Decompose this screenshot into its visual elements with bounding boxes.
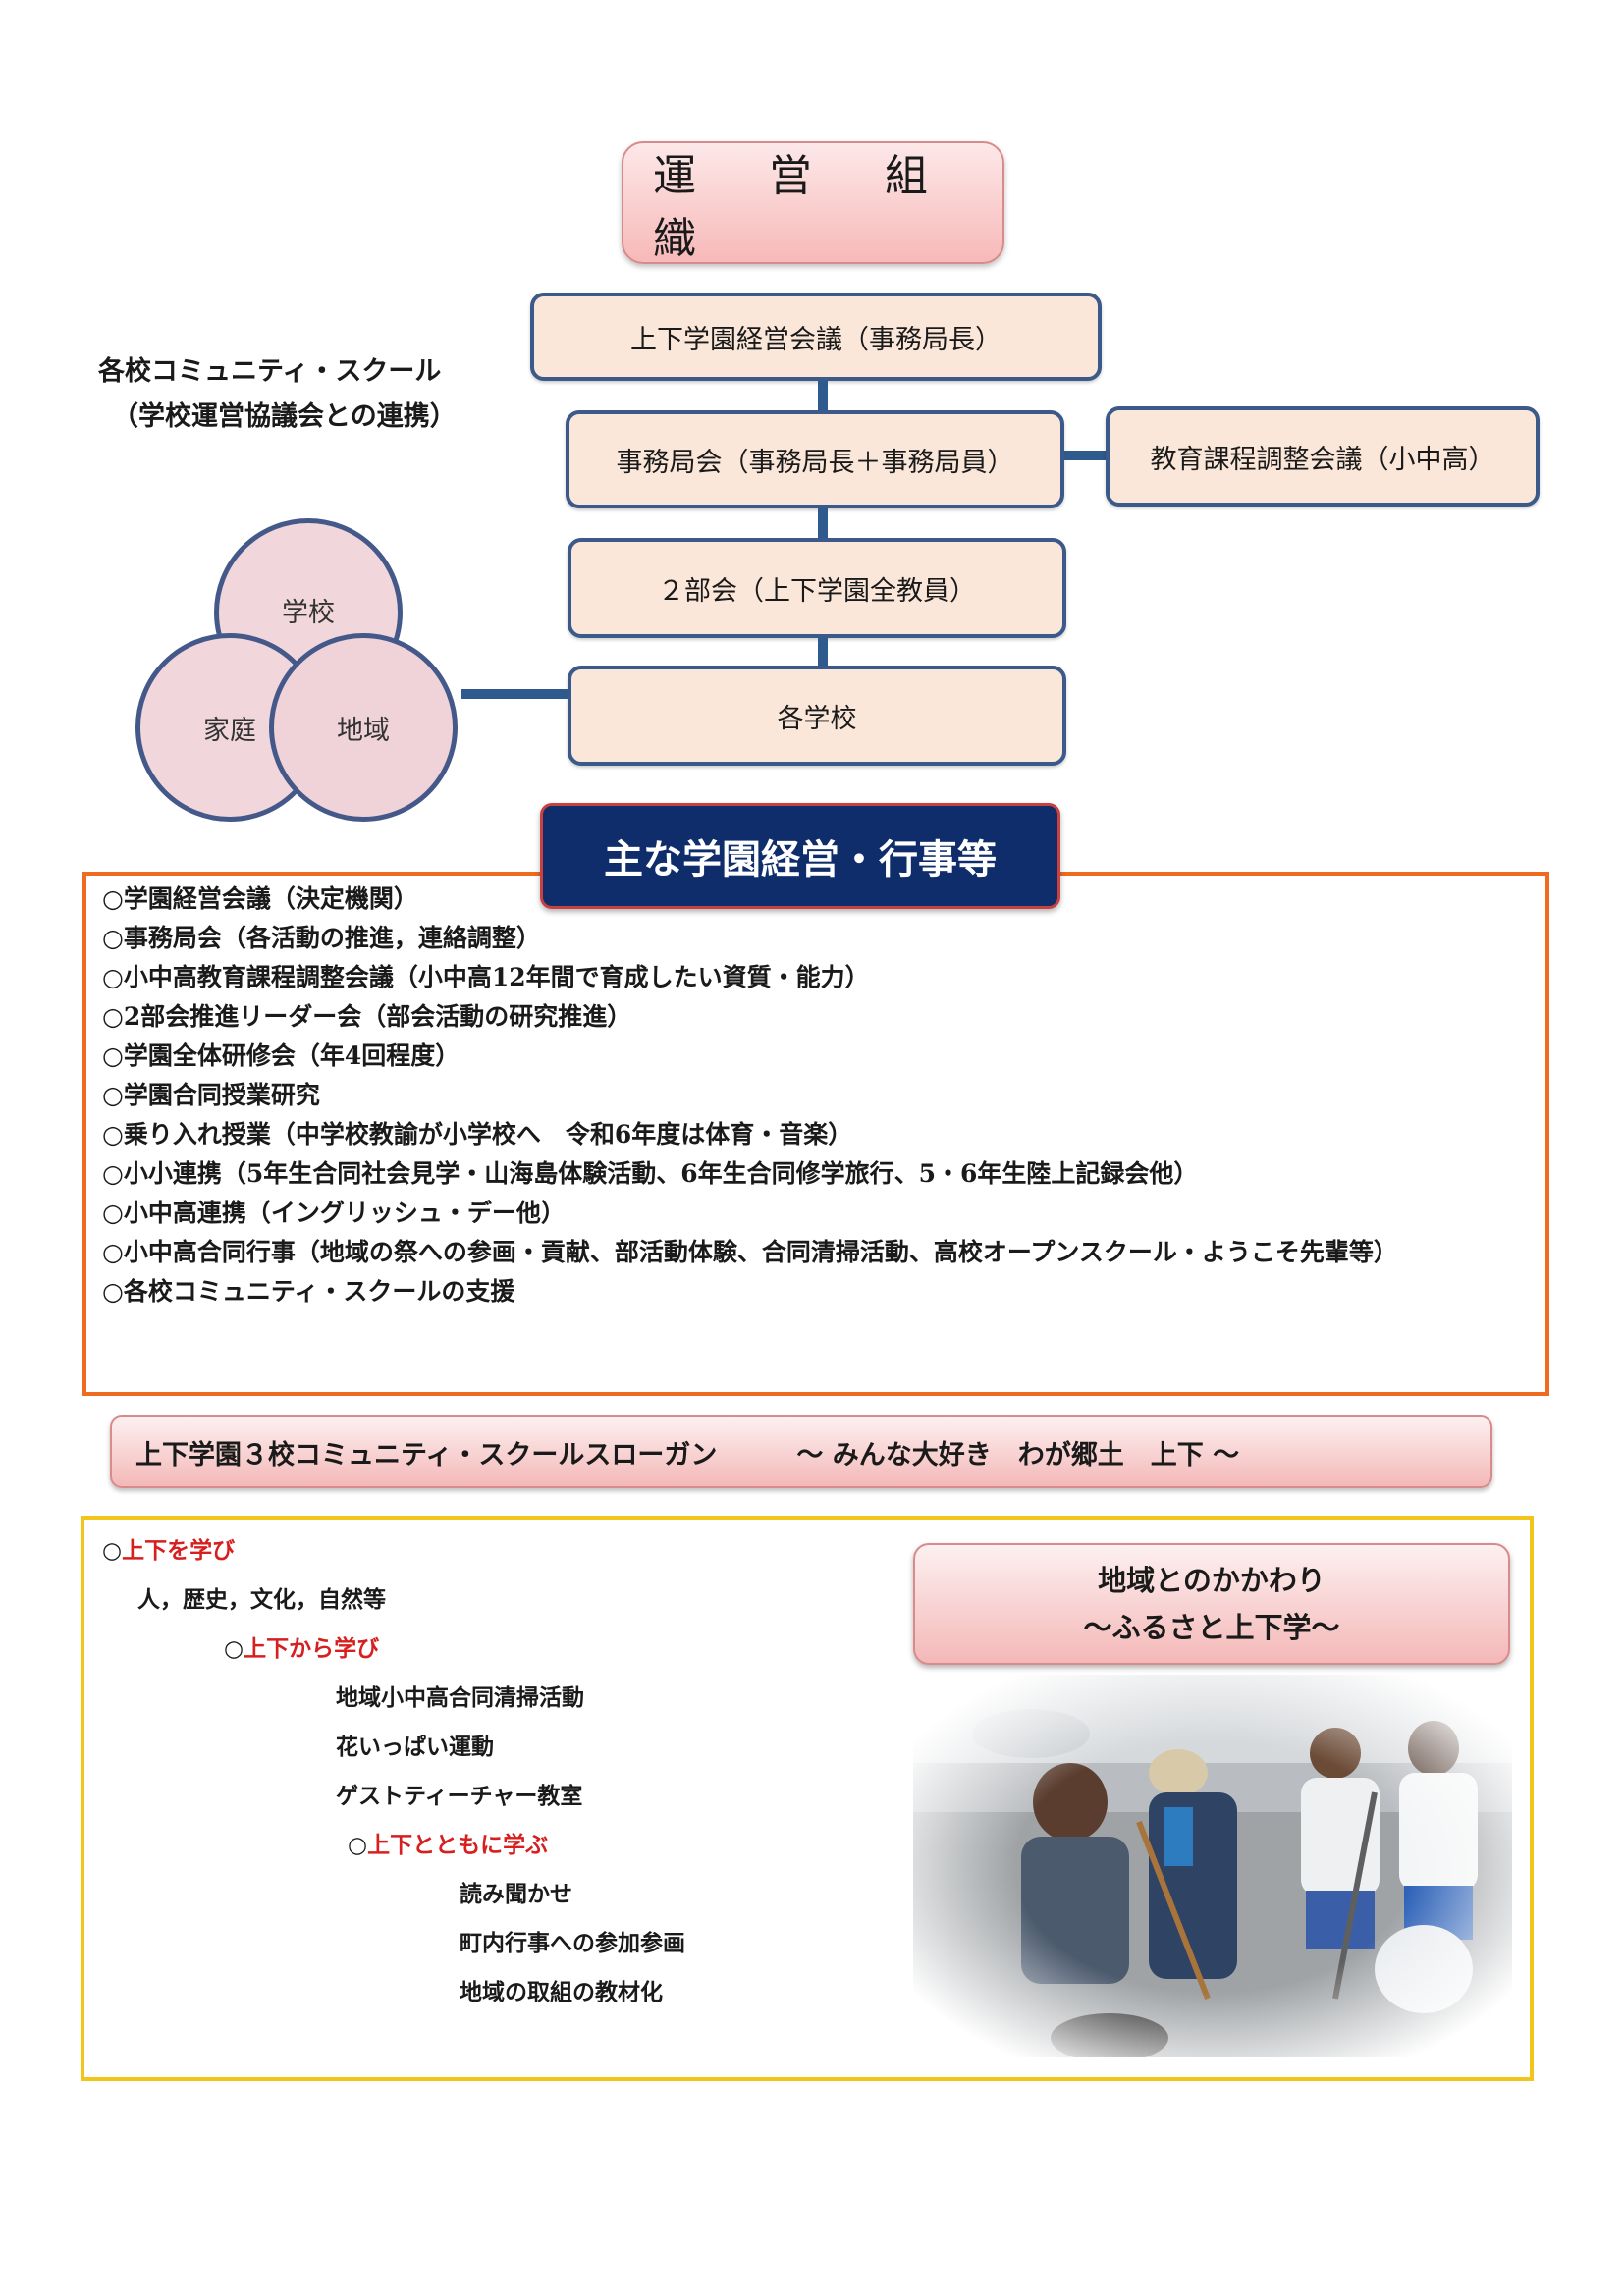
org-two-bureau-label: ２部会（上下学園全教員） <box>658 569 976 608</box>
community-school-label: 各校コミュニティ・スクール （学校運営協議会との連携） <box>98 349 511 440</box>
org-box-curriculum: 教育課程調整会議（小中高） <box>1106 406 1540 507</box>
learn-about-heading: ○上下を学び <box>102 1531 235 1565</box>
learn-with-label: 上下とともに学ぶ <box>367 1832 548 1858</box>
region-title-line2: ～ふるさと上下学～ <box>1083 1604 1339 1651</box>
connector-line <box>818 381 828 410</box>
learn-with-heading: ○上下とともに学ぶ <box>348 1826 548 1859</box>
org-box-secretariat: 事務局会（事務局長＋事務局員） <box>566 410 1064 508</box>
event-item: ○学園合同授業研究 <box>102 1076 1536 1115</box>
event-item: ○乗り入れ授業（中学校教諭が小学校へ 令和6年度は体育・音楽） <box>102 1115 1536 1154</box>
region-title-line1: 地域とのかかわり <box>1098 1557 1326 1604</box>
org-curriculum-label: 教育課程調整会議（小中高） <box>1151 438 1495 476</box>
event-item: ○事務局会（各活動の推進，連絡調整） <box>102 919 1536 958</box>
learn-from-item: ゲストティーチャー教室 <box>336 1777 582 1810</box>
circle-mark: ○ <box>224 1635 244 1662</box>
learn-with-item: 町内行事への参加参画 <box>460 1924 685 1957</box>
event-item: ○2部会推進リーダー会（部会活動の研究推進） <box>102 997 1536 1037</box>
event-item: ○小中高教育課程調整会議（小中高12年間で育成したい資質・能力） <box>102 958 1536 997</box>
event-item: ○小小連携（5年生合同社会見学・山海島体験活動、6年生合同修学旅行、5・6年生陸… <box>102 1154 1536 1194</box>
circle-mark: ○ <box>102 1537 122 1564</box>
event-item: ○各校コミュニティ・スクールの支援 <box>102 1272 1536 1311</box>
circle-mark: ○ <box>348 1832 367 1858</box>
learn-from-label: 上下から学び <box>244 1635 379 1662</box>
org-box-council: 上下学園経営会議（事務局長） <box>530 293 1102 381</box>
learn-about-label: 上下を学び <box>122 1537 235 1564</box>
connector-line <box>461 689 569 699</box>
circle-region: 地域 <box>269 633 458 822</box>
learn-from-item: 花いっぱい運動 <box>336 1728 494 1761</box>
org-council-label: 上下学園経営会議（事務局長） <box>630 318 1001 356</box>
learn-with-item: 地域の取組の教材化 <box>460 1973 663 2006</box>
learn-with-item: 読み聞かせ <box>460 1875 572 1908</box>
connector-line <box>818 508 828 538</box>
connector-line <box>1064 451 1108 460</box>
org-secretariat-label: 事務局会（事務局長＋事務局員） <box>617 441 1014 479</box>
event-item: ○小中高連携（イングリッシュ・デー他） <box>102 1194 1536 1233</box>
circle-home-label: 家庭 <box>203 709 256 747</box>
connector-line <box>818 638 828 666</box>
slogan-banner: 上下学園３校コミュニティ・スクールスローガン ～ みんな大好き わが郷土 上下 … <box>110 1415 1492 1488</box>
events-list: ○学園経営会議（決定機関） ○事務局会（各活動の推進，連絡調整） ○小中高教育課… <box>102 880 1536 1311</box>
learn-from-item: 地域小中高合同清掃活動 <box>336 1679 584 1712</box>
event-item: ○小中高合同行事（地域の祭への参画・貢献、部活動体験、合同清掃活動、高校オープン… <box>102 1233 1536 1272</box>
learn-from-heading: ○上下から学び <box>224 1629 379 1663</box>
page-title: 運 営 組 織 <box>622 141 1004 264</box>
learn-about-detail: 人，歴史，文化，自然等 <box>137 1580 386 1614</box>
cleanup-activity-photo <box>913 1675 1512 2057</box>
region-header: 地域とのかかわり ～ふるさと上下学～ <box>913 1543 1510 1665</box>
org-box-two-bureau: ２部会（上下学園全教員） <box>568 538 1066 638</box>
community-school-line1: 各校コミュニティ・スクール <box>98 349 511 395</box>
event-item: ○学園全体研修会（年4回程度） <box>102 1037 1536 1076</box>
org-schools-label: 各学校 <box>778 697 857 735</box>
circle-school-label: 学校 <box>282 591 335 629</box>
org-box-schools: 各学校 <box>568 666 1066 766</box>
events-header: 主な学園経営・行事等 <box>540 803 1060 909</box>
photo-illustration <box>913 1675 1512 2057</box>
community-school-line2: （学校運営協議会との連携） <box>98 395 511 440</box>
circle-region-label: 地域 <box>337 709 390 747</box>
